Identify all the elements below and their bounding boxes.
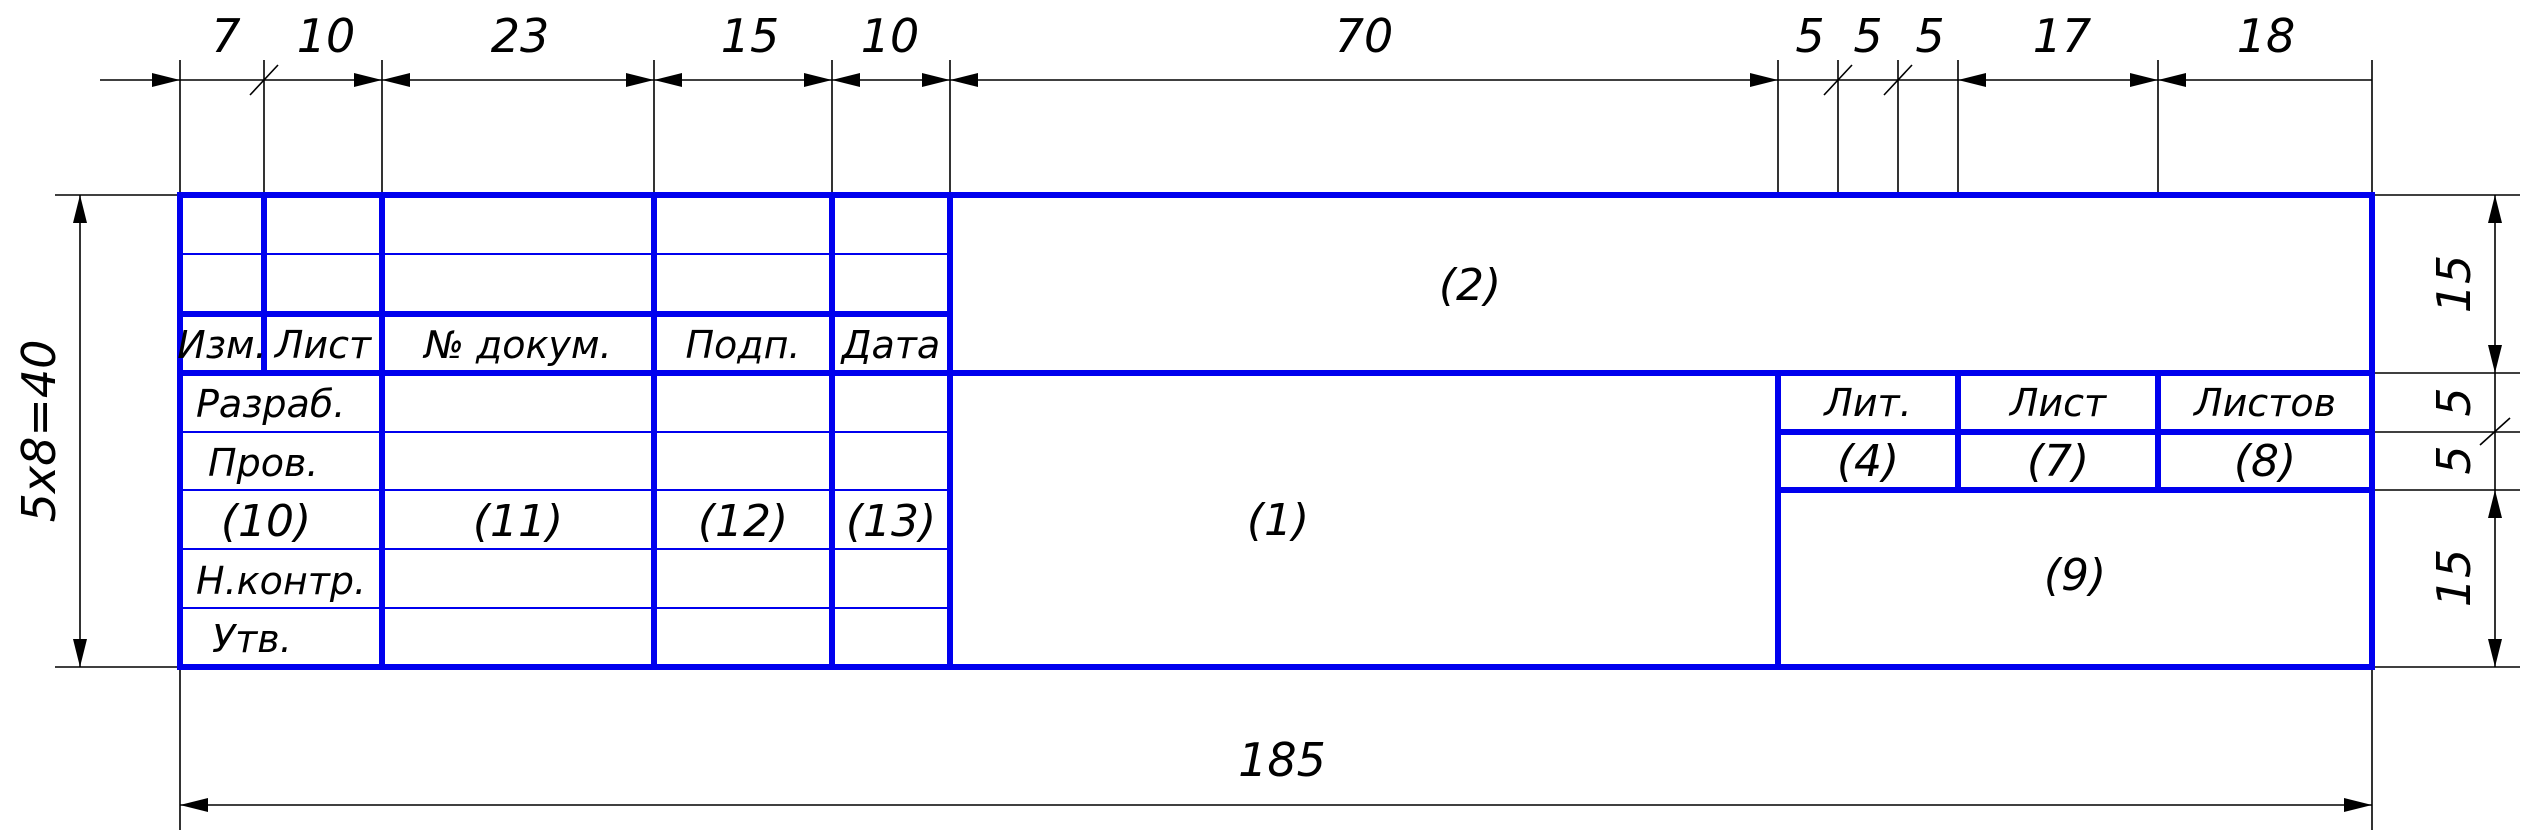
row-approved: Утв. <box>212 617 292 661</box>
right-dimension-chain: 15 5 5 15 <box>2427 195 2511 667</box>
header-doc-number: № докум. <box>422 323 611 367</box>
dim-5c: 5 <box>1915 9 1944 63</box>
left-dimension: 5x8=40 <box>12 195 88 667</box>
header-list: Лист <box>273 323 373 367</box>
dim-right-5b: 5 <box>2427 445 2481 474</box>
field-1: (1) <box>1247 495 1309 546</box>
field-8: (8) <box>2234 436 2296 487</box>
column-fields: (11) (12) (13) <box>473 496 936 547</box>
dim-width-total: 185 <box>1238 733 1326 787</box>
field-4: (4) <box>1837 436 1899 487</box>
dim-7: 7 <box>211 9 240 63</box>
header-date: Дата <box>840 323 940 367</box>
dim-5b: 5 <box>1853 9 1882 63</box>
bottom-dimension: 185 <box>180 733 2372 812</box>
row-norm-control: Н.контр. <box>196 559 366 603</box>
header-sheet: Лист <box>2008 381 2108 425</box>
dim-18: 18 <box>2237 9 2296 63</box>
row-developed: Разраб. <box>196 382 345 426</box>
top-dimension-chain <box>100 64 2372 96</box>
header-izm: Изм. <box>177 323 266 367</box>
field-10: (10) <box>221 496 311 547</box>
field-2: (2) <box>1439 260 1501 311</box>
header-lit: Лит. <box>1822 381 1912 425</box>
dim-5a: 5 <box>1795 9 1824 63</box>
dim-23: 23 <box>491 9 550 63</box>
row-labels: Разраб. Пров. (10) Н.контр. Утв. <box>196 382 366 661</box>
header-row: Изм. Лист № докум. Подп. Дата <box>177 323 940 367</box>
field-13: (13) <box>846 496 936 547</box>
dim-height-total: 5x8=40 <box>12 340 66 523</box>
field-12: (12) <box>698 496 788 547</box>
dim-right-5a: 5 <box>2427 387 2481 416</box>
row-checked: Пров. <box>208 441 318 485</box>
dim-right-15b: 15 <box>2427 549 2481 608</box>
header-sheets: Листов <box>2192 381 2336 425</box>
top-dimension-labels: 7 10 23 15 10 70 5 5 5 17 18 <box>211 9 2295 63</box>
field-11: (11) <box>473 496 563 547</box>
field-7: (7) <box>2027 436 2089 487</box>
sheet-info-table: Лит. Лист Листов (4) (7) (8) (9) <box>1822 381 2336 601</box>
dim-10a: 10 <box>297 9 356 63</box>
dim-10b: 10 <box>861 9 920 63</box>
extension-lines <box>55 60 2520 830</box>
dim-17: 17 <box>2033 9 2092 63</box>
dim-15: 15 <box>721 9 780 63</box>
dim-right-15a: 15 <box>2427 255 2481 314</box>
field-9: (9) <box>2044 550 2106 601</box>
header-signature: Подп. <box>685 323 800 367</box>
dim-70: 70 <box>1335 9 1394 63</box>
title-block-thin-lines <box>180 253 950 609</box>
